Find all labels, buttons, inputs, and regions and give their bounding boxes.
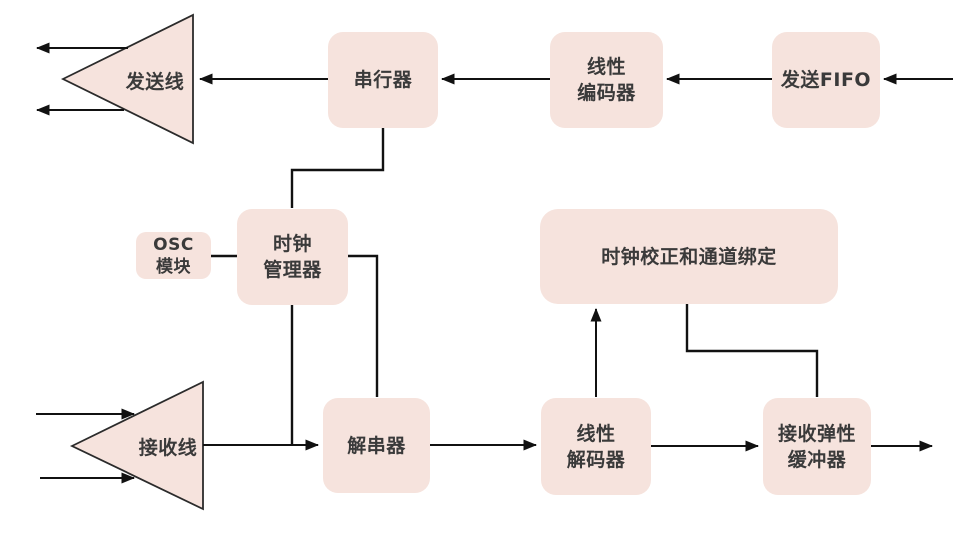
node-rx-elastic-buffer: 接收弹性 缓冲器 (763, 398, 871, 495)
clockcorrection-to-buffer-wire (685, 304, 819, 397)
node-tx-fifo: 发送FIFO (772, 32, 880, 128)
rx-line-label: 接收线 (138, 436, 198, 459)
node-deserializer: 解串器 (323, 398, 430, 493)
serializer-to-clockmanager-wire (290, 128, 385, 208)
node-osc-module: OSC 模块 (136, 232, 211, 279)
node-line-encoder: 线性 编码器 (550, 32, 663, 128)
clockmanager-to-deserializer-wire (348, 254, 379, 397)
node-line-decoder: 线性 解码器 (541, 398, 651, 495)
node-serializer: 串行器 (328, 32, 438, 128)
node-clock-manager: 时钟 管理器 (237, 209, 348, 305)
tx-line-label: 发送线 (125, 70, 185, 93)
node-clock-correction-channel-bonding: 时钟校正和通道绑定 (540, 209, 838, 304)
